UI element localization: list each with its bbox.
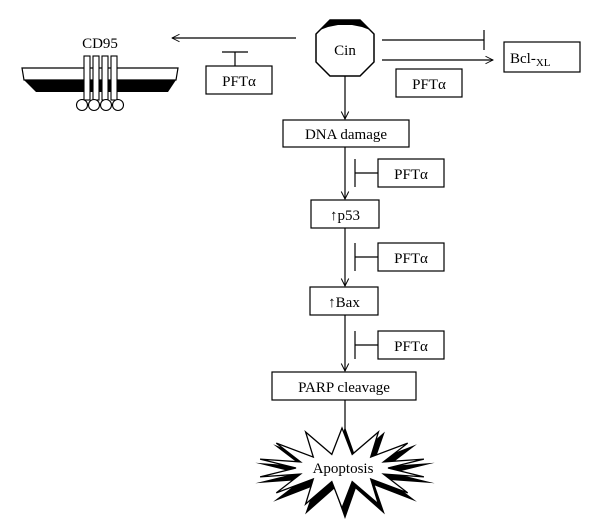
- cin-shadow: [320, 20, 370, 30]
- svg-text:PFTα: PFTα: [222, 74, 256, 90]
- cd95-receptor: CD95: [21, 36, 179, 112]
- parp-label: PARP cleavage: [298, 380, 390, 396]
- bax-node: ↑Bax: [309, 286, 379, 316]
- apoptosis-label: Apoptosis: [313, 461, 374, 477]
- svg-text:PFTα: PFTα: [394, 251, 428, 267]
- svg-text:PFTα: PFTα: [394, 167, 428, 183]
- pftalpha-box-bcl: PFTα: [395, 68, 463, 98]
- parp-node: PARP cleavage: [271, 371, 417, 401]
- cd95-label: CD95: [82, 36, 118, 52]
- apoptosis-burst: [259, 426, 425, 510]
- apoptosis-node: Apoptosis: [255, 426, 435, 519]
- bclxl-subscript: XL: [536, 57, 551, 69]
- svg-text:PFTα: PFTα: [412, 77, 446, 93]
- dna-damage-label: DNA damage: [305, 127, 387, 143]
- p53-label: ↑p53: [330, 208, 360, 224]
- pftalpha-box-bax: PFTα: [377, 242, 445, 272]
- svg-text:PFTα: PFTα: [394, 339, 428, 355]
- pftalpha-box-parp: PFTα: [377, 330, 445, 360]
- membrane-shadow: [24, 80, 176, 92]
- p53-node: ↑p53: [310, 199, 380, 229]
- pftalpha-box-cd95: PFTα: [205, 65, 273, 95]
- cin-node: Cin: [315, 19, 375, 77]
- cin-label: Cin: [334, 43, 356, 59]
- bax-label: ↑Bax: [328, 295, 360, 311]
- bclxl-label: Bcl-: [510, 51, 536, 67]
- dna-damage-node: DNA damage: [282, 119, 410, 148]
- bclxl-node: Bcl-XL: [503, 41, 581, 73]
- membrane-bar: [21, 67, 179, 81]
- pftalpha-box-p53: PFTα: [377, 158, 445, 188]
- svg-text:Bcl-XL: Bcl-XL: [510, 51, 551, 69]
